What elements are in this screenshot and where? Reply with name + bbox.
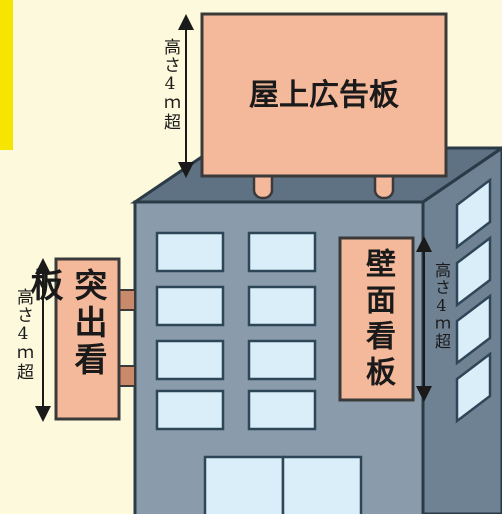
bracket-bottom [118,365,136,387]
front-windows [155,231,317,431]
window [247,231,317,273]
entrance-doors [203,455,363,514]
accent-bar [0,0,13,150]
window [247,339,317,381]
height-label-right: 高さ4ｍ超 [432,262,451,350]
projecting-sign-label: 突出看板 [25,268,108,379]
rooftop-sign [200,12,448,178]
window [247,285,317,327]
window [247,389,317,431]
side-windows [455,177,492,424]
door-left [203,455,285,514]
wall-sign-label: 壁面看板 [360,248,395,392]
side-window [455,293,492,366]
window [155,389,225,431]
projecting-sign-brackets [118,289,136,387]
side-window [455,351,492,424]
side-window [455,177,492,250]
window [155,339,225,381]
wall-sign [338,236,415,402]
window [155,231,225,273]
window [155,285,225,327]
bracket-top [118,289,136,311]
door-right [281,455,363,514]
side-window [455,235,492,308]
height-label-top: 高さ4ｍ超 [160,38,180,131]
projecting-sign [54,257,121,421]
height-label-left: 高さ4ｍ超 [13,288,33,381]
rooftop-sign-label: 屋上広告板 [249,78,399,113]
